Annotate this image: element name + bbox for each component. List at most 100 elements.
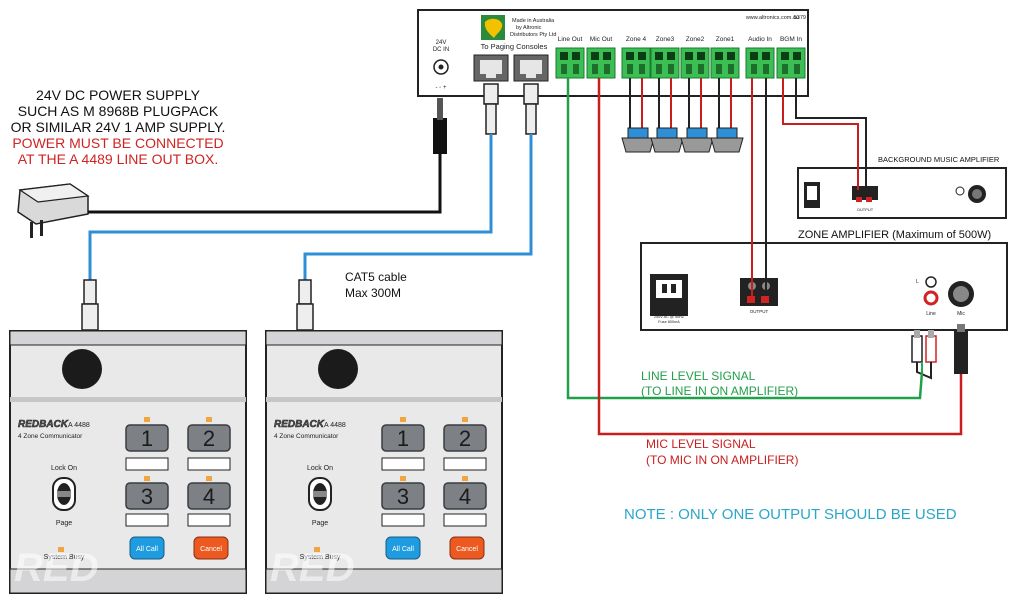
dc-in-label-2: DC IN [433, 47, 449, 53]
cancel-button[interactable] [193, 536, 229, 560]
line-out-box: 24V DC IN - ◦ + Made in Australia by Alt… [417, 9, 809, 97]
terminal-label-mic-out: Mic Out [590, 36, 613, 43]
cancel-button[interactable] [449, 536, 485, 560]
audio-in-black-wire [795, 78, 867, 190]
key-1-button[interactable] [125, 424, 169, 452]
page-label: Page [56, 520, 72, 527]
made-in-line-3: Distributors Pty Ltd [510, 32, 556, 38]
subtitle-label: 4 Zone Communicator [18, 433, 83, 440]
power-cable [88, 150, 442, 214]
all-call-label: All Call [392, 546, 414, 553]
rj45-port-2 [513, 54, 549, 82]
svg-text:- ◦ +: - ◦ + [436, 85, 447, 91]
cat5-cable-label: CAT5 cable [345, 270, 407, 284]
made-in-line-2: by Altronic [516, 25, 542, 31]
key-1-label: 1 [397, 426, 409, 451]
mic-level-label-2: (TO MIC IN ON AMPLIFIER) [646, 453, 798, 467]
line-level-signal-wire [566, 78, 924, 400]
line-level-label-1: LINE LEVEL SIGNAL [641, 369, 756, 383]
key-2-label: 2 [203, 426, 215, 451]
cat5-cable-1 [88, 134, 493, 280]
communicator-1: REDBACK A 4488 4 Zone Communicator 1 2 L… [9, 330, 247, 594]
bgm-amp-output-label: OUTPUT [857, 207, 874, 212]
model-label: A 4488 [68, 422, 90, 429]
key-1-button[interactable] [381, 424, 425, 452]
terminal-label-audio-in: Audio In [748, 36, 772, 43]
terminal-label-zone4: Zone 4 [626, 36, 647, 43]
line-level-label-2: (TO LINE IN ON AMPLIFIER) [641, 384, 798, 398]
made-in-line-1: Made in Australia [512, 18, 555, 24]
zone-speakers [621, 78, 744, 153]
system-busy-label: System Busy [300, 554, 341, 561]
key-3-button[interactable] [381, 482, 425, 510]
cancel-label: Cancel [200, 546, 222, 553]
all-call-button[interactable] [385, 536, 421, 560]
terminal-label-line-out: Line Out [558, 36, 583, 43]
key-3-label: 3 [141, 484, 153, 509]
zone-amp-l-label: L [916, 279, 919, 285]
plugpack-adapter [17, 183, 90, 238]
zone-amp-line-label: Line [926, 311, 936, 317]
watermark-text: RED [270, 546, 354, 590]
power-note-line-2: SUCH AS M 8968B PLUGPACK [18, 103, 219, 119]
key-4-label: 4 [459, 484, 471, 509]
bgm-amp-title: BACKGROUND MUSIC AMPLIFIER [878, 155, 1000, 164]
mic-level-label-1: MIC LEVEL SIGNAL [646, 437, 756, 451]
all-call-label: All Call [136, 546, 158, 553]
rca-plugs [911, 324, 968, 374]
subtitle-label: 4 Zone Communicator [274, 433, 339, 440]
zone-amp-mains-label-2: Fuse 800mA [658, 320, 680, 324]
dc-in-label-1: 24V [436, 40, 447, 46]
background-music-amplifier: BACKGROUND MUSIC AMPLIFIER OUTPUT [797, 155, 1007, 219]
to-paging-consoles-label: To Paging Consoles [481, 42, 548, 51]
cancel-label: Cancel [456, 546, 478, 553]
key-2-button[interactable] [443, 424, 487, 452]
brand-logo: REDBACK [274, 419, 325, 430]
zone-amp-title: ZONE AMPLIFIER (Maximum of 500W) [798, 229, 991, 241]
speaker-grille [62, 349, 102, 389]
power-note-line-1: 24V DC POWER SUPPLY [36, 87, 201, 103]
power-note-line-5: AT THE A 4489 LINE OUT BOX. [18, 151, 219, 167]
brand-logo: REDBACK [18, 419, 69, 430]
key-3-label: 3 [397, 484, 409, 509]
cat5-cable-2 [303, 134, 533, 280]
terminal-label-zone3: Zone3 [656, 36, 675, 43]
all-call-button[interactable] [129, 536, 165, 560]
terminal-label-zone2: Zone2 [686, 36, 705, 43]
website-label: www.altronics.com.au [745, 15, 799, 21]
system-busy-label: System Busy [44, 554, 85, 561]
cat5-plugs-bottom [81, 279, 314, 331]
terminal-label-zone1: Zone1 [716, 36, 735, 43]
model-number: 5379 [794, 15, 806, 21]
zone-amplifier: ZONE AMPLIFIER (Maximum of 500W) 240V AC… [640, 229, 1008, 331]
lock-toggle-switch[interactable] [308, 477, 332, 511]
key-4-button[interactable] [443, 482, 487, 510]
terminal-blocks [555, 47, 806, 79]
zone-amp-mic-label: Mic [957, 311, 965, 317]
power-supply-note: 24V DC POWER SUPPLY SUCH AS M 8968B PLUG… [11, 87, 226, 167]
made-in-australia-logo [481, 15, 505, 40]
page-label: Page [312, 520, 328, 527]
power-note-line-4: POWER MUST BE CONNECTED [12, 135, 223, 151]
model-label: A 4488 [324, 422, 346, 429]
key-2-button[interactable] [187, 424, 231, 452]
cat5-max-length-label: Max 300M [345, 286, 401, 300]
key-3-button[interactable] [125, 482, 169, 510]
zone-amp-mains-label-1: 240V AC @ 50HZ [654, 315, 685, 319]
communicator-2: REDBACK A 4488 4 Zone Communicator 1 2 L… [265, 330, 503, 594]
audio-in-red-wire [782, 78, 859, 190]
key-4-button[interactable] [187, 482, 231, 510]
key-1-label: 1 [141, 426, 153, 451]
zone-amp-output-label: OUTPUT [750, 309, 769, 314]
speaker-grille [318, 349, 358, 389]
dc-plug [433, 98, 447, 154]
lock-on-label: Lock On [307, 465, 333, 472]
mic-level-signal-wire [597, 78, 963, 436]
only-one-output-note: NOTE : ONLY ONE OUTPUT SHOULD BE USED [624, 506, 957, 523]
lock-on-label: Lock On [51, 465, 77, 472]
power-note-line-3: OR SIMILAR 24V 1 AMP SUPPLY. [11, 119, 226, 135]
watermark-text: RED [14, 546, 98, 590]
lock-toggle-switch[interactable] [52, 477, 76, 511]
rj45-port-1 [473, 54, 509, 82]
